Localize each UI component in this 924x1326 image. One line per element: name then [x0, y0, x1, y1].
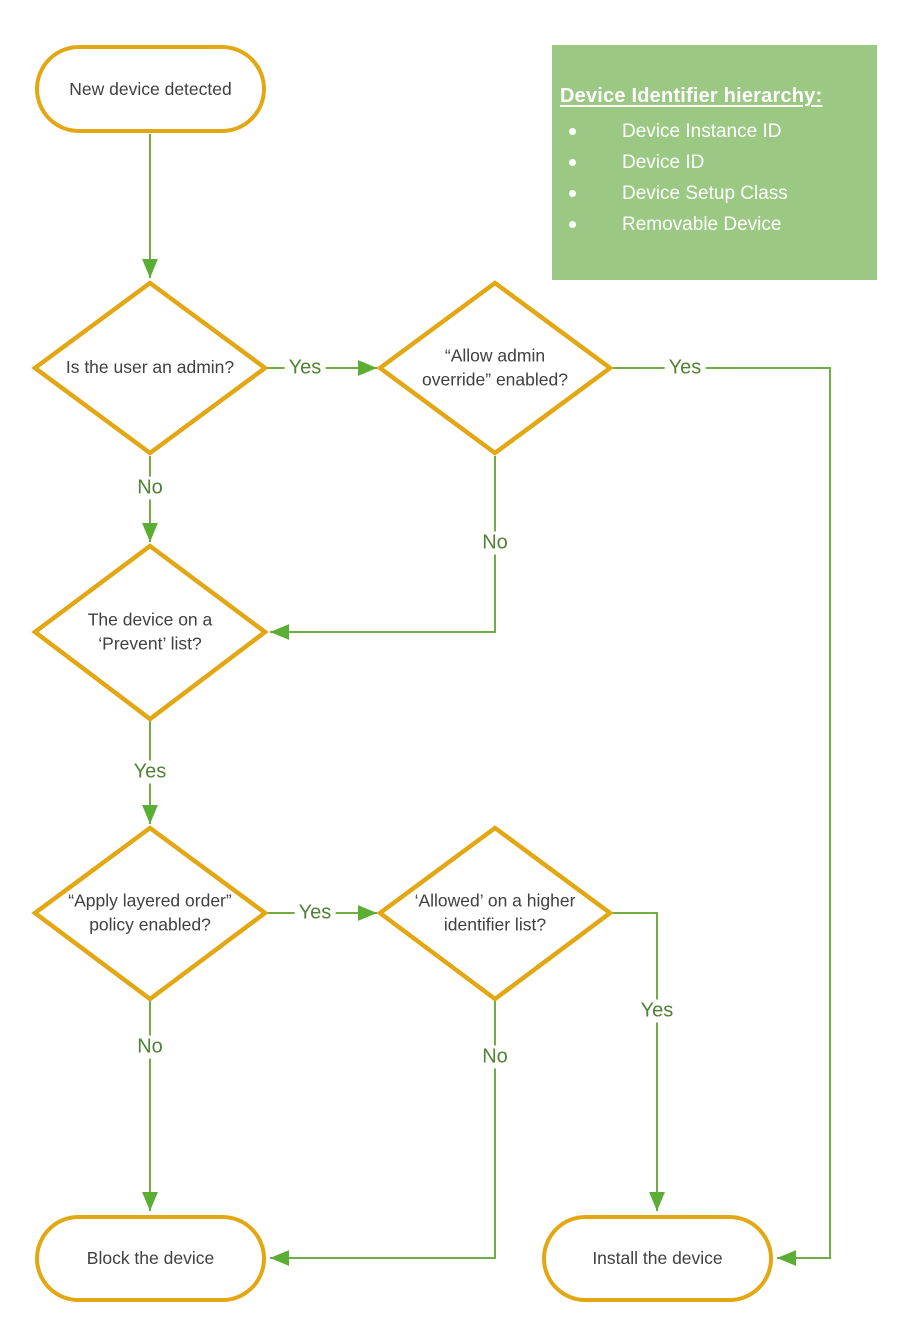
decision-label-layered-order: “Apply layered order” policy enabled? — [68, 890, 232, 934]
node-start: New device detected — [35, 45, 266, 133]
node-install-label: Install the device — [592, 1248, 723, 1268]
decision-shape-is-admin — [31, 280, 269, 456]
list-item-label: Device Instance ID — [622, 121, 782, 142]
edge-label-prevent-yes: Yes — [129, 760, 171, 784]
list-item: Device ID — [560, 147, 869, 178]
decision-label-higher-list: ‘Allowed’ on a higher identifier list? — [414, 890, 576, 934]
decision-shape-layered-order — [31, 825, 269, 1002]
device-identifier-hierarchy-box: Device Identifier hierarchy: Device Inst… — [552, 45, 877, 280]
edge-label-admin-yes: Yes — [284, 356, 326, 380]
decision-label-is-admin: Is the user an admin? — [65, 357, 235, 378]
node-block-device: Block the device — [35, 1215, 266, 1302]
edge-label-layered-no: No — [133, 1035, 167, 1059]
edge-allow-override-no-to-prevent-list — [270, 456, 496, 640]
edge-label-override-no: No — [478, 531, 512, 555]
decision-shape-allow-override — [376, 280, 614, 456]
list-item: Removable Device — [560, 209, 869, 240]
edge-higher-list-no-to-block — [270, 1001, 496, 1266]
list-item-label: Removable Device — [622, 214, 782, 235]
decision-label-allow-override: “Allow admin override” enabled? — [422, 345, 568, 389]
list-item: Device Instance ID — [560, 116, 869, 147]
list-item: Device Setup Class — [560, 178, 869, 209]
node-start-label: New device detected — [69, 78, 232, 99]
edge-label-admin-no: No — [133, 476, 167, 500]
edge-label-higher-no: No — [478, 1045, 512, 1069]
node-install-device: Install the device — [542, 1215, 773, 1302]
edge-label-override-yes: Yes — [664, 356, 706, 380]
info-box-list: Device Instance ID Device ID Device Setu… — [560, 116, 869, 240]
decision-shape-higher-list — [376, 825, 614, 1002]
list-item-label: Device ID — [622, 152, 705, 173]
edge-label-higher-yes: Yes — [636, 999, 678, 1023]
edge-label-layered-yes: Yes — [294, 901, 336, 925]
decision-label-prevent-list: The device on a ‘Prevent’ list? — [87, 609, 213, 653]
edge-allow-override-yes-to-install — [612, 367, 831, 1266]
node-block-label: Block the device — [86, 1248, 215, 1268]
edge-higher-list-yes-to-install — [612, 912, 665, 1211]
decision-shape-prevent-list — [31, 543, 269, 722]
info-box-title: Device Identifier hierarchy: — [560, 85, 823, 107]
list-item-label: Device Setup Class — [622, 183, 788, 204]
